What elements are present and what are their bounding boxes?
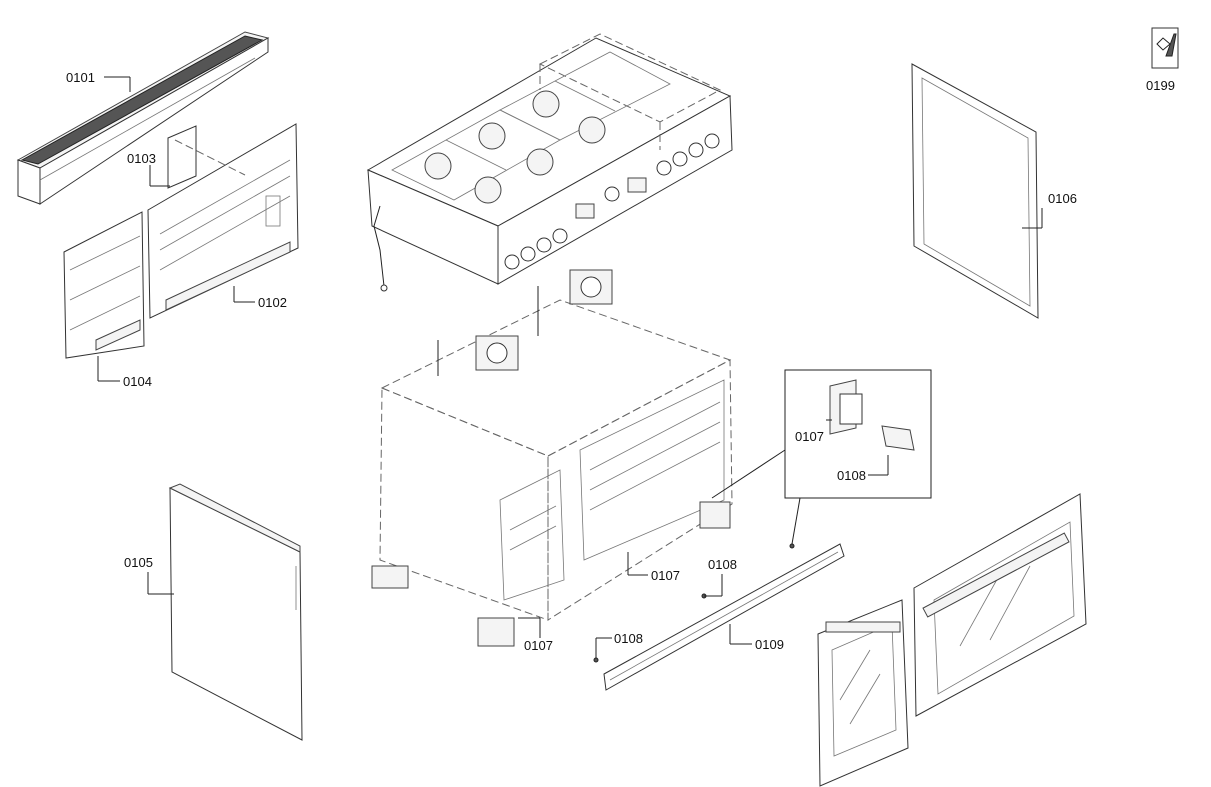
oven-door-large[interactable] <box>913 493 1087 717</box>
part-0106-side-panel[interactable] <box>911 63 1039 319</box>
wrench-nut-icon[interactable]: 0199 <box>1146 27 1179 93</box>
part-0105-side-panel[interactable] <box>168 483 303 741</box>
detail-inset: 0107 0108 <box>711 369 932 549</box>
label-0109: 0109 <box>755 637 784 652</box>
part-0103-small-panel[interactable] <box>167 125 197 189</box>
label-0108-left: 0108 <box>614 631 643 646</box>
cooktop-assembly[interactable] <box>366 33 733 292</box>
label-0101: 0101 <box>66 70 95 85</box>
callout-0105: 0105 <box>124 555 174 595</box>
label-0105: 0105 <box>124 555 153 570</box>
label-0106: 0106 <box>1048 191 1077 206</box>
label-0108-mid: 0108 <box>708 557 737 572</box>
oven-body-assembly[interactable] <box>371 269 733 647</box>
label-0107-center: 0107 <box>651 568 680 583</box>
label-0103: 0103 <box>127 151 156 166</box>
callout-0108-mid: 0108 <box>701 557 737 599</box>
label-0107-lower: 0107 <box>524 638 553 653</box>
label-0199: 0199 <box>1146 78 1175 93</box>
oven-door-small[interactable] <box>817 599 909 787</box>
callout-0106: 0106 <box>1022 191 1077 229</box>
callout-0101: 0101 <box>66 70 131 92</box>
label-0108-inset: 0108 <box>837 468 866 483</box>
label-0102: 0102 <box>258 295 287 310</box>
part-0104-lower-panel[interactable] <box>63 211 145 359</box>
label-0104: 0104 <box>123 374 152 389</box>
part-0102-back-panel[interactable] <box>147 123 299 319</box>
part-0109-trim-bar[interactable] <box>603 543 845 691</box>
callout-0109: 0109 <box>729 624 784 652</box>
part-0101-top-trim[interactable] <box>16 31 270 205</box>
callout-0102: 0102 <box>233 286 287 310</box>
callout-0103: 0103 <box>127 151 170 187</box>
callout-0107-center: 0107 <box>627 552 680 583</box>
label-0107-inset: 0107 <box>795 429 824 444</box>
callout-0104: 0104 <box>97 356 152 389</box>
callout-0108-left: 0108 <box>593 631 643 663</box>
callout-0107-lower: 0107 <box>518 617 553 653</box>
